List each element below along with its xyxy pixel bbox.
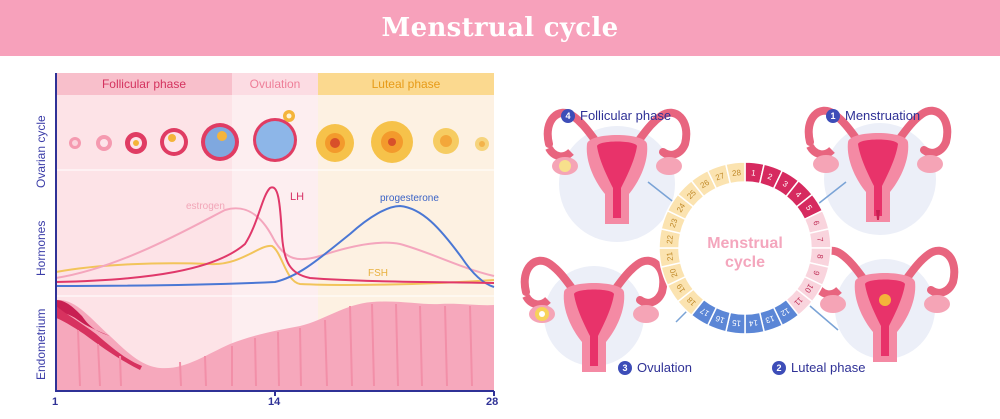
day-label-6: 6 [811, 219, 821, 227]
estrogen-curve [55, 207, 495, 279]
title-banner: Menstrual cycle [0, 0, 1000, 56]
lh-label: LH [290, 191, 304, 203]
day-label-7: 7 [815, 237, 825, 243]
day-label-20: 20 [668, 267, 680, 279]
luteal-header-bg [318, 73, 494, 95]
lh-curve [55, 186, 495, 284]
hormone-curves [55, 186, 495, 288]
day-segment-28 [724, 161, 746, 185]
uterus-ovulation [525, 261, 664, 372]
stage-label-follicular: 4 Follicular phase [561, 108, 671, 123]
estrogen-label: estrogen [186, 201, 225, 212]
uterus-luteal [816, 251, 955, 362]
day-label-21: 21 [665, 251, 675, 261]
row-label-endometrium: Endometrium [34, 308, 48, 380]
day-label-5: 5 [804, 204, 814, 213]
stage-number-4: 4 [561, 108, 575, 123]
stage-text-menstruation: Menstruation [845, 108, 921, 123]
row-label-hormones: Hormones [34, 220, 48, 276]
stage-label-menstruation: 1 Menstruation [826, 108, 920, 123]
x-tick-28: 28 [486, 396, 499, 408]
page-title: Menstrual cycle [381, 13, 619, 43]
fsh-label: FSH [368, 268, 388, 279]
day-label-15: 15 [731, 318, 741, 328]
stage-number-3: 3 [618, 360, 632, 375]
progesterone-label: progesterone [380, 193, 439, 204]
stage-text-luteal: Luteal phase [791, 360, 866, 375]
stage-text-ovulation: Ovulation [637, 360, 692, 375]
row-label-ovarian: Ovarian cycle [34, 115, 48, 188]
wheel-center-line2: cycle [725, 254, 765, 271]
day-label-13: 13 [764, 314, 776, 326]
phase-follicular: Follicular phase [101, 77, 187, 91]
day-label-23: 23 [668, 217, 680, 229]
day-label-1: 1 [751, 168, 757, 178]
day-label-9: 9 [811, 269, 821, 277]
day-label-4: 4 [794, 190, 804, 200]
uterus-follicular [548, 113, 687, 224]
cycle-chart: estrogen LH progesterone FSH [55, 73, 495, 396]
day-label-14: 14 [748, 318, 758, 328]
ovarian-follicles [69, 110, 489, 163]
day-label-22: 22 [665, 234, 675, 244]
phase-ovulation: Ovulation [249, 77, 301, 91]
uterus-menstruation [809, 111, 948, 222]
phase-luteal: Luteal phase [371, 77, 441, 91]
stage-number-2: 2 [772, 360, 786, 375]
stage-number-1: 1 [826, 108, 840, 123]
stage-text-follicular: Follicular phase [580, 108, 672, 123]
corpus-luteum-2 [371, 121, 413, 163]
corpus-luteum-1 [316, 124, 354, 162]
day-label-16: 16 [714, 313, 726, 325]
day-label-28: 28 [732, 168, 742, 178]
ovulation-header-bg [232, 73, 318, 95]
wheel-center-line1: Menstrual [707, 235, 783, 252]
day-label-27: 27 [714, 171, 726, 183]
follicular-header-bg [56, 73, 232, 95]
corpus-luteum-3 [433, 128, 459, 154]
corpus-luteum-4 [475, 137, 489, 151]
day-label-2: 2 [766, 172, 774, 182]
fsh-curve [55, 244, 495, 286]
endometrium-layer [56, 299, 494, 390]
x-tick-1: 1 [52, 396, 59, 408]
stage-label-luteal: 2 Luteal phase [772, 360, 865, 375]
day-label-3: 3 [781, 179, 790, 189]
stage-label-ovulation: 3 Ovulation [618, 360, 692, 375]
day-label-8: 8 [815, 254, 825, 260]
progesterone-curve [55, 204, 495, 288]
x-tick-14: 14 [268, 396, 281, 408]
